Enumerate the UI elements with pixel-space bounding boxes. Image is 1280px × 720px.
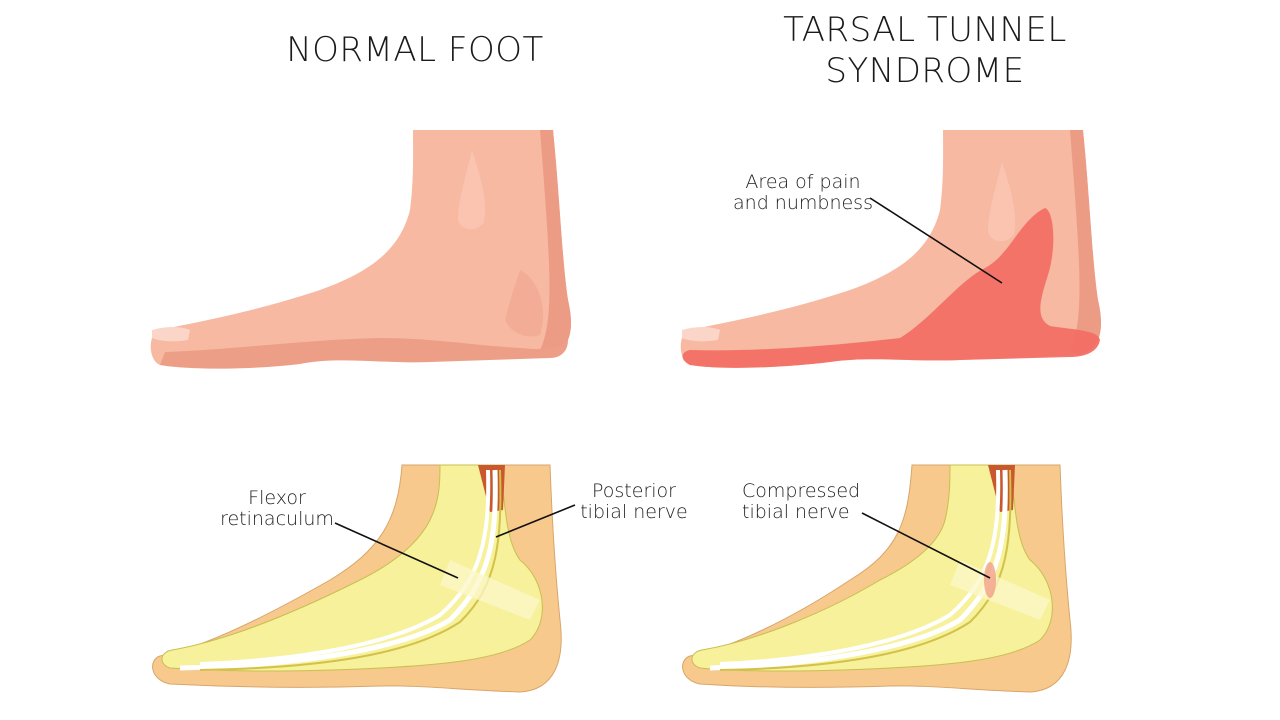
tarsal-foot-external xyxy=(680,130,1101,368)
normal-foot-anatomy xyxy=(152,464,562,693)
label-flexor-line2: retinaculum xyxy=(220,508,334,530)
label-pain-area: Area of pain and numbness xyxy=(728,172,878,214)
label-compressed-line1: Compressed xyxy=(742,480,861,502)
label-flexor-line1: Flexor xyxy=(248,487,306,509)
label-compressed-line2: tibial nerve xyxy=(742,501,850,523)
label-posterior-line1: Posterior xyxy=(592,480,676,502)
label-posterior-line2: tibial nerve xyxy=(580,501,688,523)
compressed-leader-line xyxy=(861,512,991,579)
pain-leader-line xyxy=(869,197,1003,284)
label-pain-line1: Area of pain xyxy=(745,171,861,193)
title-tarsal-tunnel: TARSAL TUNNEL SYNDROME xyxy=(770,10,1080,92)
label-pain-line2: and numbness xyxy=(733,192,873,214)
label-posterior-tibial-nerve: Posterior tibial nerve xyxy=(574,481,694,523)
title-tarsal-line2: SYNDROME xyxy=(825,51,1025,91)
normal-foot-external xyxy=(150,130,571,369)
compression-highlight xyxy=(984,562,996,598)
title-tarsal-line1: TARSAL TUNNEL xyxy=(783,10,1067,50)
label-flexor-retinaculum: Flexor retinaculum xyxy=(212,488,342,530)
flexor-leader-line xyxy=(334,522,459,579)
posterior-leader-line xyxy=(495,504,576,538)
label-compressed-tibial-nerve: Compressed tibial nerve xyxy=(742,481,877,523)
title-normal-foot: NORMAL FOOT xyxy=(286,30,544,70)
tarsal-foot-anatomy xyxy=(682,464,1072,693)
